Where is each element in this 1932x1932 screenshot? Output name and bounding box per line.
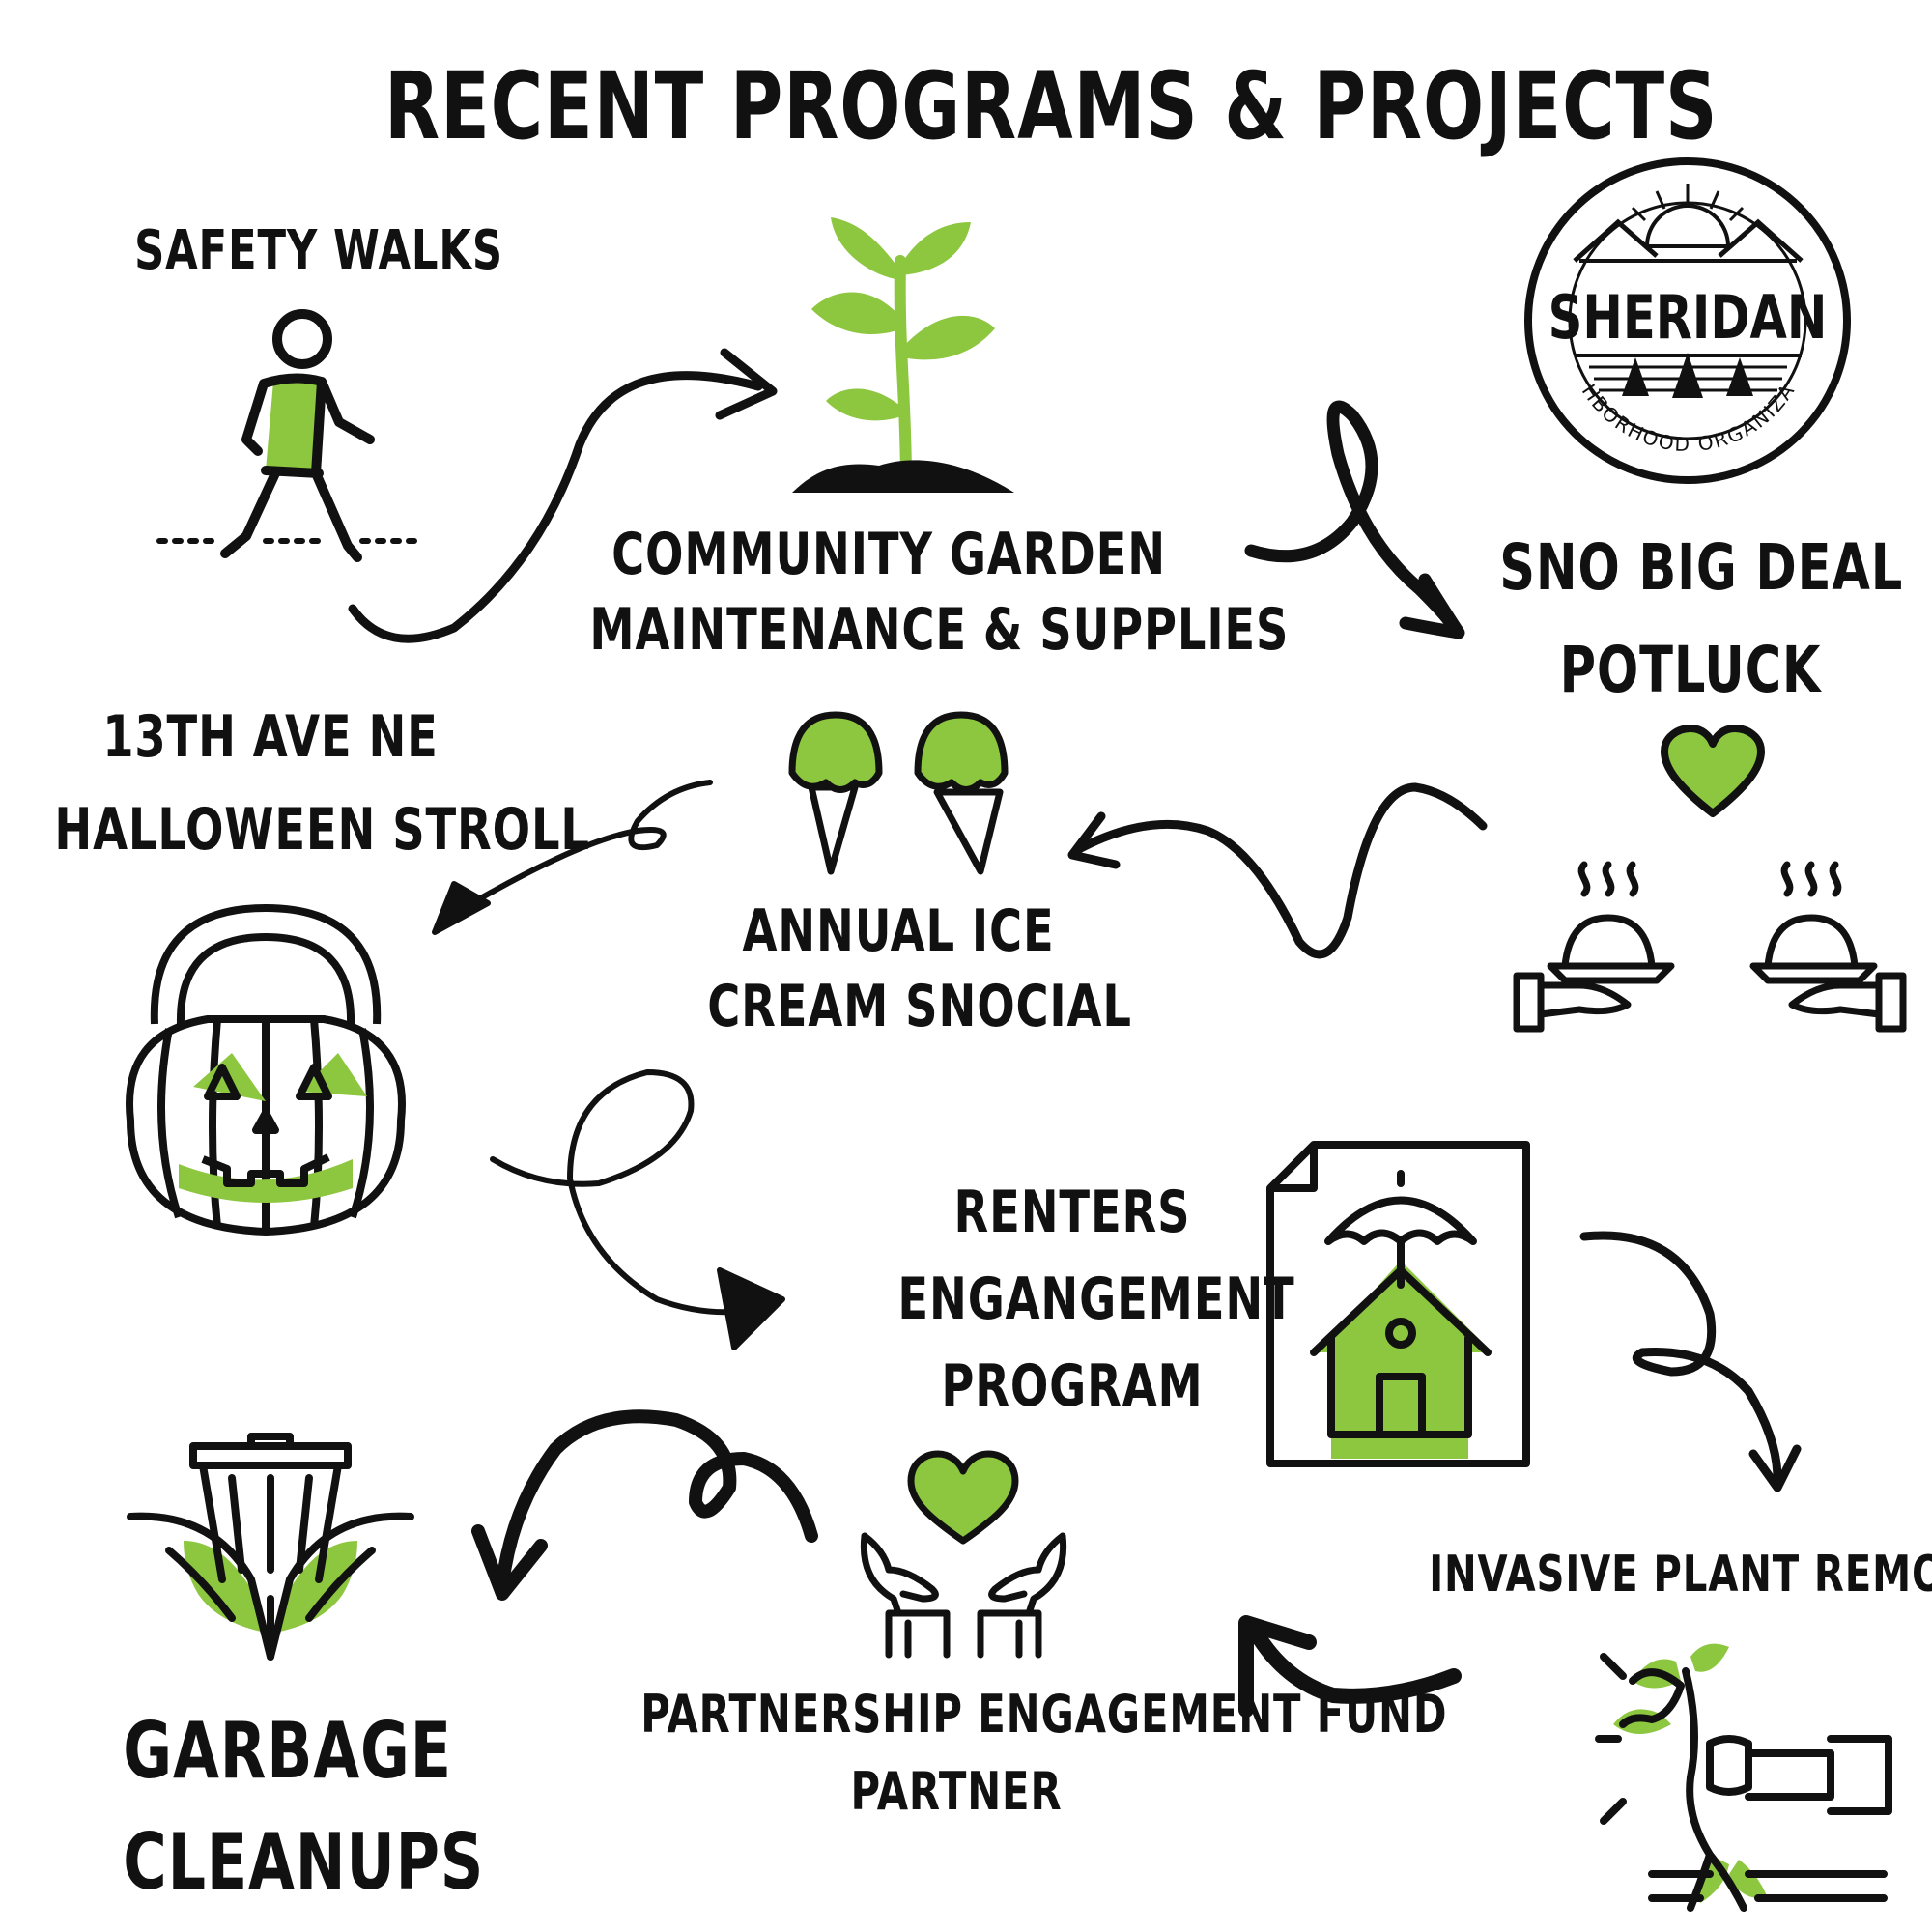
potluck-line-2: POTLUCK — [1559, 633, 1822, 707]
renters-label: RENTERS ENGANGEMENT PROGRAM — [897, 1169, 1295, 1430]
pumpkin-basket-icon — [126, 904, 406, 1236]
arrowhead-potluck-to-icecream — [1067, 811, 1121, 869]
page-title: RECENT PROGRAMS & PROJECTS — [384, 52, 1719, 160]
arrow-garden-to-potluck — [1244, 400, 1461, 635]
arrow-partnership-to-garbage — [496, 1409, 818, 1591]
community-garden-line-2: MAINTENANCE & SUPPLIES — [589, 596, 1290, 664]
ice-cream-line-2: CREAM SNOCIAL — [707, 973, 1132, 1040]
renters-line-3: PROGRAM — [941, 1352, 1204, 1420]
renters-line-1: RENTERS — [953, 1179, 1191, 1246]
partnership-label: PARTNERSHIP ENGAGEMENT FUND PARTNER — [640, 1676, 1448, 1831]
renters-line-2: ENGANGEMENT — [897, 1265, 1295, 1333]
arrowhead-halloween-to-renters — [717, 1267, 785, 1350]
arrowhead-garden-to-potluck — [1399, 573, 1465, 639]
home-insurance-icon — [1266, 1141, 1530, 1467]
arrow-renters-to-invasive — [1579, 1231, 1782, 1483]
arrow-potluck-to-icecream — [1072, 782, 1488, 959]
halloween-line-2: HALLOWEEN STROLL — [54, 796, 590, 864]
trash-leaves-icon — [127, 1433, 414, 1661]
heart-icon — [1661, 724, 1765, 817]
ice-cream-line-1: ANNUAL ICE — [742, 897, 1055, 965]
community-garden-line-1: COMMUNITY GARDEN — [611, 521, 1166, 588]
partnership-line-1: PARTNERSHIP ENGAGEMENT FUND — [640, 1684, 1448, 1745]
giving-hands-heart-icon — [860, 1450, 1067, 1659]
arrow-halloween-to-renters — [490, 1069, 737, 1316]
garbage-line-2: CLEANUPS — [123, 1817, 485, 1907]
ice-cream-label: ANNUAL ICE CREAM SNOCIAL — [707, 894, 1132, 1044]
plant-removal-icon — [1595, 1643, 1892, 1912]
walking-person-icon — [156, 309, 418, 562]
shared-food-icon — [1513, 861, 1907, 1033]
halloween-label: 13TH AVE NE HALLOWEEN STROLL — [54, 691, 590, 876]
arrowhead-renters-to-invasive — [1748, 1444, 1802, 1492]
arrowhead-partnership-to-garbage — [471, 1524, 548, 1601]
logo-name: SHERIDAN — [1548, 284, 1828, 354]
safety-walks-label: SAFETY WALKS — [128, 217, 510, 285]
garbage-line-1: GARBAGE — [123, 1706, 452, 1796]
sheridan-logo: SHERIDAN NEIGHBORHOOD ORGANIZATION — [1513, 136, 1851, 484]
safety-walks-line-1: SAFETY WALKS — [134, 219, 503, 282]
invasive-line-1: INVASIVE PLANT REMOVAL — [1429, 1546, 1932, 1604]
potluck-label: SNO BIG DEAL POTLUCK — [1499, 517, 1904, 722]
arrowhead-walks-to-garden — [715, 348, 778, 420]
potluck-line-1: SNO BIG DEAL — [1499, 530, 1904, 605]
halloween-line-1: 13TH AVE NE — [102, 703, 439, 771]
ice-cream-cones-icon — [788, 711, 1009, 875]
partnership-line-2: PARTNER — [850, 1761, 1063, 1822]
sprout-icon — [792, 217, 1014, 493]
invasive-label: INVASIVE PLANT REMOVAL — [1429, 1541, 1932, 1608]
community-garden-label: COMMUNITY GARDEN MAINTENANCE & SUPPLIES — [589, 517, 1290, 668]
arrowhead-icecream-to-halloween — [432, 881, 491, 935]
garbage-label: GARBAGE CLEANUPS — [123, 1695, 485, 1918]
